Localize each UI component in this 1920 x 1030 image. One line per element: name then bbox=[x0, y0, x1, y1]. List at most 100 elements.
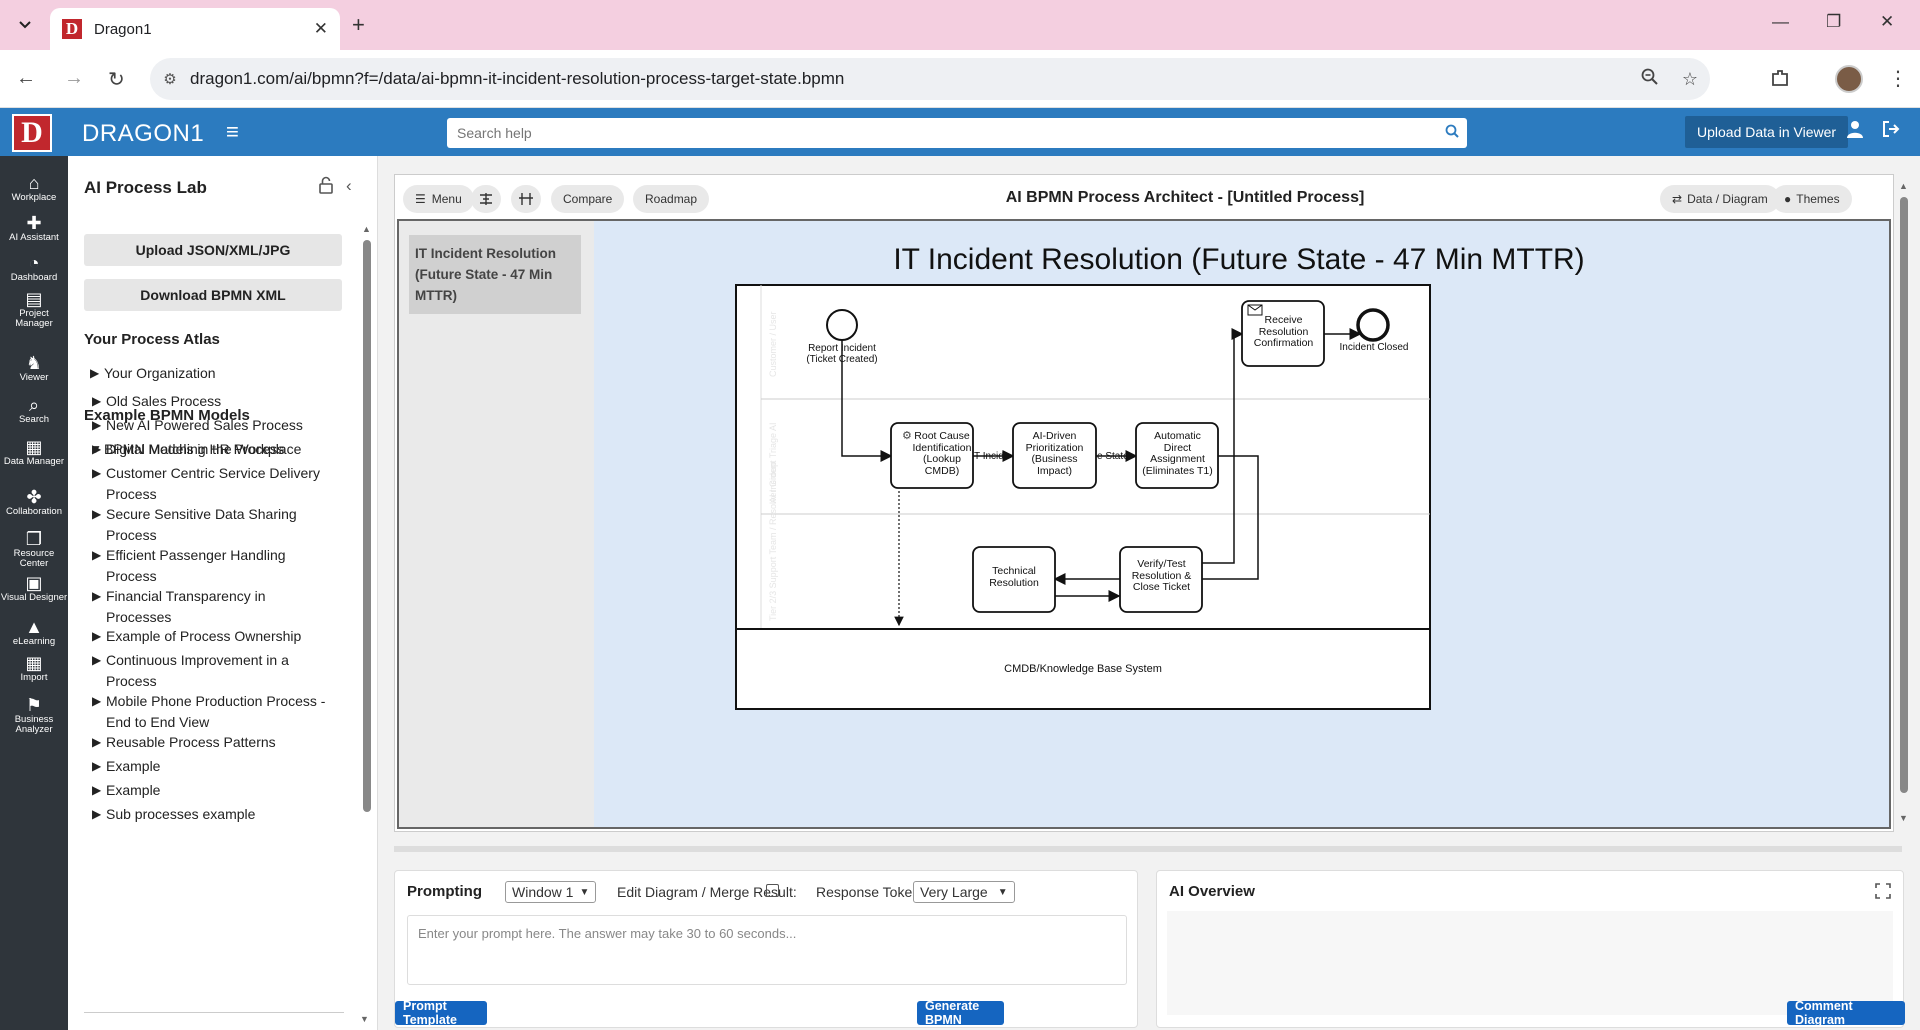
hamburger-menu-icon[interactable]: ≡ bbox=[226, 119, 239, 144]
expand-triangle-icon[interactable]: ▶ bbox=[92, 589, 102, 603]
logout-icon[interactable] bbox=[1882, 120, 1900, 144]
expand-triangle-icon[interactable]: ▶ bbox=[92, 694, 102, 708]
dragon1-logo[interactable]: D bbox=[12, 114, 52, 152]
restore-icon[interactable]: ❐ bbox=[1826, 12, 1842, 31]
expand-triangle-icon[interactable]: ▶ bbox=[92, 735, 102, 749]
expand-triangle-icon[interactable]: ▶ bbox=[90, 366, 100, 380]
tree-item-model[interactable]: ▶Customer Centric Service Delivery Proce… bbox=[92, 463, 326, 505]
tree-item-model[interactable]: ▶Sub processes example bbox=[92, 804, 326, 825]
tree-group-workplace[interactable]: ▼ BPMN Models in the Workplace bbox=[90, 439, 324, 460]
expand-triangle-icon[interactable]: ▶ bbox=[92, 783, 102, 797]
scrollbar-thumb[interactable] bbox=[1900, 197, 1908, 793]
rail-item-search[interactable]: ⌕Search bbox=[0, 396, 68, 425]
collapse-triangle-icon[interactable]: ▼ bbox=[90, 442, 102, 456]
browser-tab[interactable]: D Dragon1 ✕ bbox=[50, 8, 340, 50]
tree-item-model[interactable]: ▶New AI Powered Sales Process bbox=[92, 415, 326, 436]
roadmap-button[interactable]: Roadmap bbox=[633, 185, 710, 213]
tree-item-model[interactable]: ▶Example of Process Ownership bbox=[92, 626, 326, 647]
rail-item-visual-designer[interactable]: ▣Visual Designer bbox=[0, 574, 68, 603]
profile-avatar[interactable] bbox=[1835, 65, 1863, 93]
task-prioritization[interactable] bbox=[1012, 422, 1097, 489]
end-event[interactable] bbox=[1356, 308, 1390, 342]
align-icon[interactable] bbox=[471, 185, 501, 213]
comment-diagram-button[interactable]: Comment Diagram bbox=[1787, 999, 1905, 1027]
tree-item-model[interactable]: ▶Mobile Phone Production Process - End t… bbox=[92, 691, 326, 733]
panel-scrollbar[interactable]: ▲ bbox=[362, 224, 371, 812]
download-bpmn-button[interactable]: Download BPMN XML bbox=[84, 279, 342, 311]
task-assignment[interactable] bbox=[1135, 422, 1219, 489]
expand-triangle-icon[interactable]: ▶ bbox=[92, 507, 102, 521]
start-event[interactable] bbox=[826, 309, 858, 341]
search-help-box[interactable] bbox=[447, 118, 1467, 148]
tree-item-model[interactable]: ▶Secure Sensitive Data Sharing Process bbox=[92, 504, 326, 546]
expand-triangle-icon[interactable]: ▶ bbox=[92, 442, 102, 456]
back-icon[interactable]: ← bbox=[16, 67, 36, 89]
rail-item-workplace[interactable]: ⌂Workplace bbox=[0, 174, 68, 203]
tree-item-model[interactable]: ▶Example bbox=[92, 756, 326, 777]
search-help-input[interactable] bbox=[457, 125, 1437, 141]
tree-item-model[interactable]: ▶Continuous Improvement in a Process bbox=[92, 650, 326, 692]
generate-bpmn-button[interactable]: Generate BPMN bbox=[917, 999, 1004, 1027]
rail-item-resource-center[interactable]: ❐Resource Center bbox=[0, 530, 68, 569]
expand-triangle-icon[interactable]: ▶ bbox=[92, 418, 102, 432]
window-select[interactable]: Window 1 ▼ bbox=[505, 881, 597, 903]
edit-diagram-checkbox[interactable] bbox=[766, 884, 779, 897]
expand-triangle-icon[interactable]: ▶ bbox=[92, 807, 102, 821]
expand-triangle-icon[interactable]: ▶ bbox=[92, 759, 102, 773]
task-receive[interactable] bbox=[1241, 300, 1325, 367]
task-root-cause[interactable] bbox=[890, 422, 974, 489]
upload-json-button[interactable]: Upload JSON/XML/JPG bbox=[84, 234, 342, 266]
themes-button[interactable]: ● Themes bbox=[1772, 185, 1852, 213]
tree-item-your-organization[interactable]: ▶ Your Organization bbox=[90, 363, 324, 384]
distribute-icon[interactable] bbox=[511, 185, 541, 213]
prompt-template-button[interactable]: Prompt Template bbox=[395, 999, 487, 1027]
bpmn-diagram[interactable]: Customer / User AI Incident Triage AI Ti… bbox=[399, 221, 1889, 827]
rail-item-elearning[interactable]: ▲eLearning bbox=[0, 618, 68, 647]
rail-item-data-manager[interactable]: ▦Data Manager bbox=[0, 438, 68, 467]
url-text[interactable]: dragon1.com/ai/bpmn?f=/data/ai-bpmn-it-i… bbox=[190, 69, 845, 88]
lock-icon[interactable] bbox=[318, 176, 334, 199]
omnibox[interactable]: ⚙ dragon1.com/ai/bpmn?f=/data/ai-bpmn-it… bbox=[150, 58, 1710, 100]
rail-item-import[interactable]: ▦Import bbox=[0, 654, 68, 683]
tree-item-model[interactable]: ▶Old Sales Process bbox=[92, 391, 326, 412]
tab-list-icon[interactable] bbox=[12, 12, 38, 38]
panel-resize-handle[interactable] bbox=[394, 846, 1902, 852]
diagram-canvas[interactable]: IT Incident Resolution (Future State - 4… bbox=[397, 219, 1891, 829]
data-diagram-button[interactable]: ⇄ Data / Diagram bbox=[1660, 185, 1780, 213]
search-icon[interactable] bbox=[1437, 124, 1467, 142]
bookmark-star-icon[interactable]: ☆ bbox=[1681, 68, 1699, 89]
close-icon[interactable]: ✕ bbox=[313, 19, 328, 38]
compare-button[interactable]: Compare bbox=[551, 185, 625, 213]
rail-item-dashboard[interactable]: ◔Dashboard bbox=[0, 254, 68, 283]
expand-triangle-icon[interactable]: ▶ bbox=[92, 548, 102, 562]
response-tokens-select[interactable]: Very Large ▼ bbox=[913, 881, 1015, 903]
process-list-item[interactable]: IT Incident Resolution (Future State - 4… bbox=[409, 235, 581, 314]
minimize-icon[interactable]: — bbox=[1772, 12, 1789, 31]
scroll-down-icon[interactable]: ▼ bbox=[360, 1014, 369, 1024]
prompt-textarea[interactable]: Enter your prompt here. The answer may t… bbox=[407, 915, 1127, 985]
window-close-icon[interactable]: ✕ bbox=[1880, 12, 1895, 31]
expand-triangle-icon[interactable]: ▶ bbox=[92, 629, 102, 643]
forward-icon[interactable]: → bbox=[64, 67, 84, 89]
tree-item-model[interactable]: ▶Reusable Process Patterns bbox=[92, 732, 326, 753]
extensions-icon[interactable] bbox=[1770, 68, 1790, 94]
reload-icon[interactable]: ↻ bbox=[108, 69, 125, 91]
new-tab-icon[interactable]: + bbox=[352, 12, 365, 37]
task-technical[interactable] bbox=[972, 546, 1056, 613]
rail-item-ai-assistant[interactable]: ✚AI Assistant bbox=[0, 214, 68, 243]
site-info-icon[interactable]: ⚙ bbox=[163, 71, 177, 88]
tree-item-model[interactable]: ▶Efficient Passenger Handling Process bbox=[92, 545, 326, 587]
tree-item-model[interactable]: ▶Example bbox=[92, 780, 326, 801]
rail-item-project-manager[interactable]: ▤Project Manager bbox=[0, 290, 68, 329]
expand-triangle-icon[interactable]: ▶ bbox=[92, 466, 102, 480]
tree-item-model[interactable]: ▶Financial Transparency in Processes bbox=[92, 586, 326, 628]
menu-button[interactable]: ☰ Menu bbox=[403, 185, 474, 213]
rail-item-viewer[interactable]: ♞Viewer bbox=[0, 354, 68, 383]
menu-kebab-icon[interactable]: ⋮ bbox=[1888, 68, 1908, 90]
expand-triangle-icon[interactable]: ▶ bbox=[92, 394, 102, 408]
collapse-panel-icon[interactable]: ‹ bbox=[346, 176, 352, 195]
rail-item-business-analyzer[interactable]: ⚑Business Analyzer bbox=[0, 696, 68, 735]
canvas-scrollbar[interactable]: ▲ ▼ bbox=[1899, 181, 1908, 823]
zoom-icon[interactable] bbox=[1630, 68, 1670, 91]
task-verify[interactable] bbox=[1119, 546, 1203, 613]
